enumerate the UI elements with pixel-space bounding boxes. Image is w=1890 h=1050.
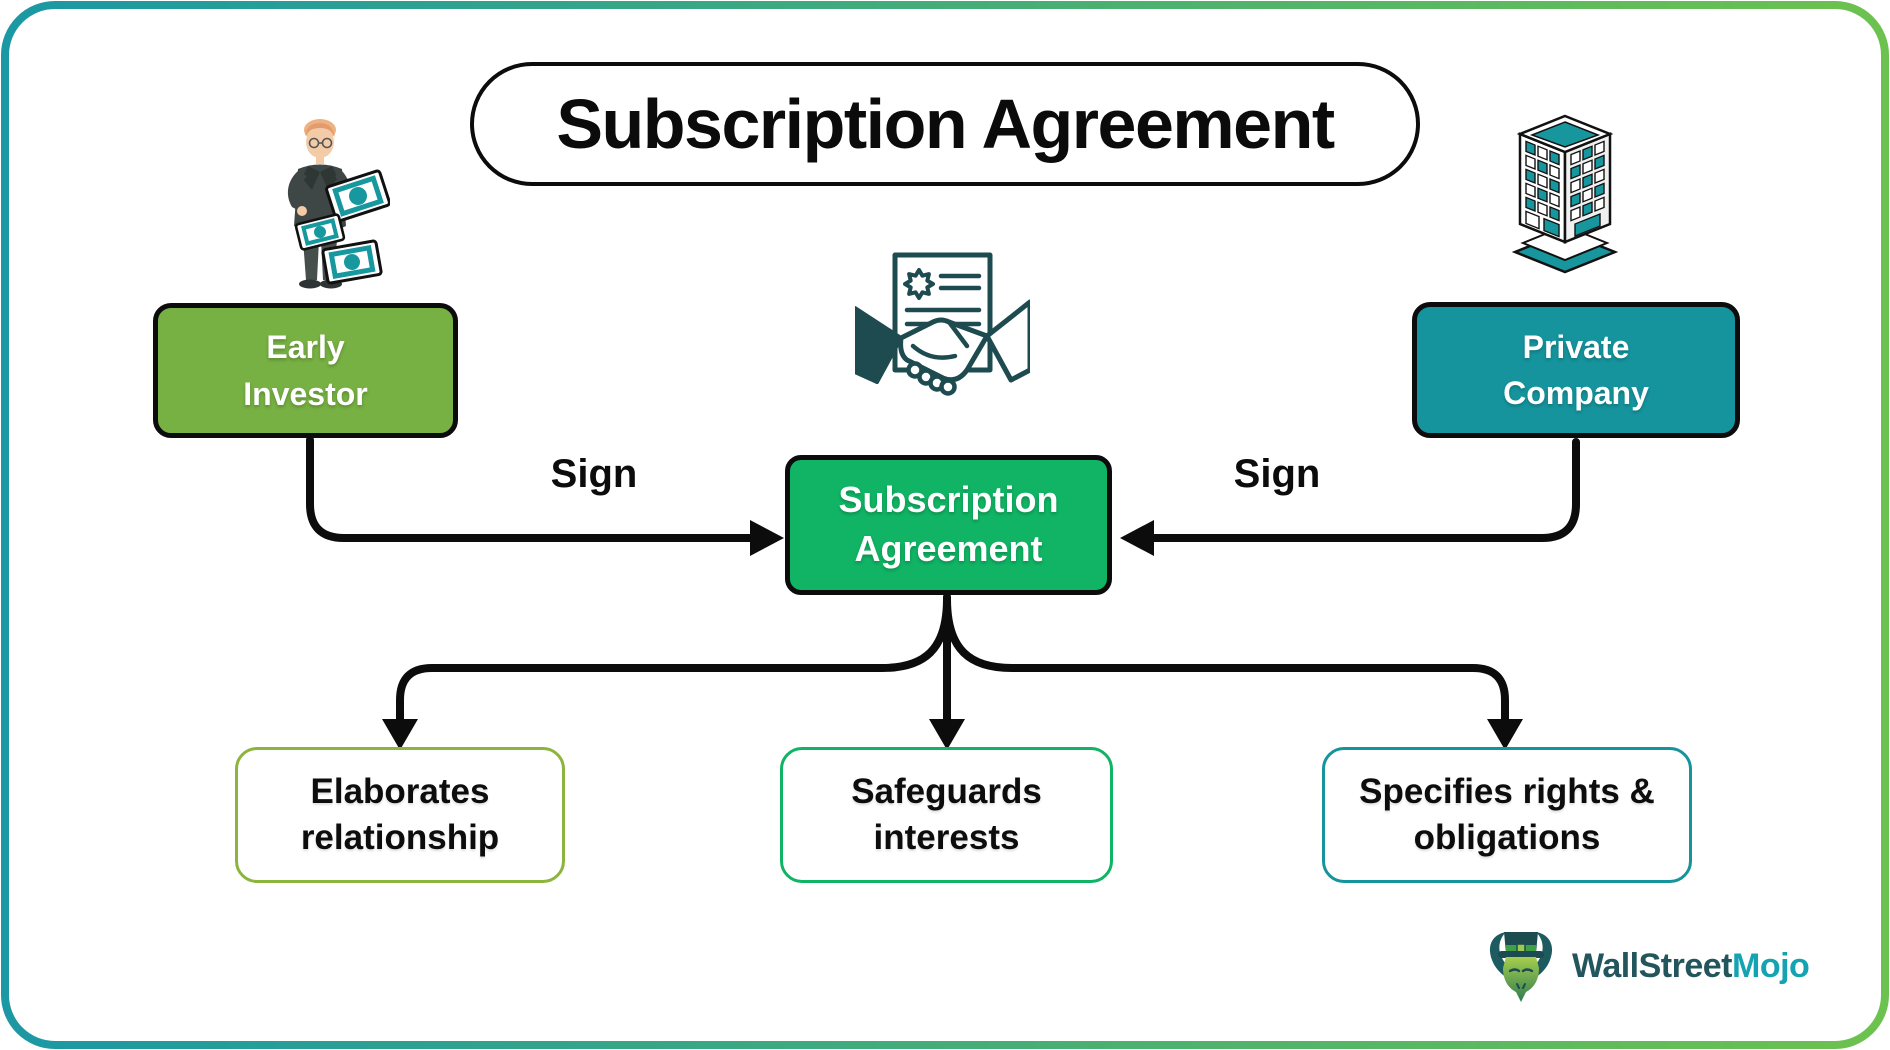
sign-label-right: Sign: [1233, 452, 1321, 496]
brand-text: WallStreetMojo: [1572, 946, 1810, 986]
sign-label-left: Sign: [550, 452, 638, 496]
outcome-elaborates-relationship: Elaborates relationship: [235, 747, 565, 883]
arrow-heads: [382, 520, 1523, 750]
arrow-investor-to-agreement: [306, 436, 756, 542]
outcome-label: Specifies rights & obligations: [1359, 771, 1655, 857]
outcome-safeguards-interests: Safeguards interests: [780, 747, 1113, 883]
office-building-icon: [1512, 114, 1618, 274]
money-bill-icon: [325, 169, 390, 223]
arrow-company-to-agreement: [1150, 438, 1580, 542]
page-title: Subscription Agreement: [556, 85, 1335, 163]
wallstreetmojo-logo: WallStreetMojo: [1482, 926, 1810, 1006]
arrow-lines: [306, 436, 1580, 730]
subscription-agreement-box: Subscription Agreement: [785, 455, 1112, 595]
handshake-contract-icon: [855, 252, 1030, 396]
brand-first: WallStreet: [1572, 946, 1733, 985]
private-company-label: Private Company: [1503, 328, 1649, 411]
title-pill: Subscription Agreement: [470, 62, 1420, 186]
subscription-agreement-label: Subscription Agreement: [838, 479, 1059, 569]
private-company-box: Private Company: [1412, 302, 1740, 438]
outcome-label: Safeguards interests: [851, 771, 1042, 857]
investor-cash-icon: [287, 119, 390, 289]
early-investor-label: Early Investor: [243, 329, 368, 412]
money-bill-icon: [321, 239, 383, 285]
arrow-agreement-to-rights: [943, 595, 1509, 730]
money-bill-icon: [294, 213, 346, 251]
early-investor-box: Early Investor: [153, 303, 458, 438]
outcome-specifies-rights-obligations: Specifies rights & obligations: [1322, 747, 1692, 883]
outcome-label: Elaborates relationship: [300, 771, 500, 857]
bull-mascot-icon: [1489, 932, 1553, 1002]
brand-second: Mojo: [1732, 946, 1810, 985]
arrow-agreement-to-elaborates: [396, 595, 951, 730]
